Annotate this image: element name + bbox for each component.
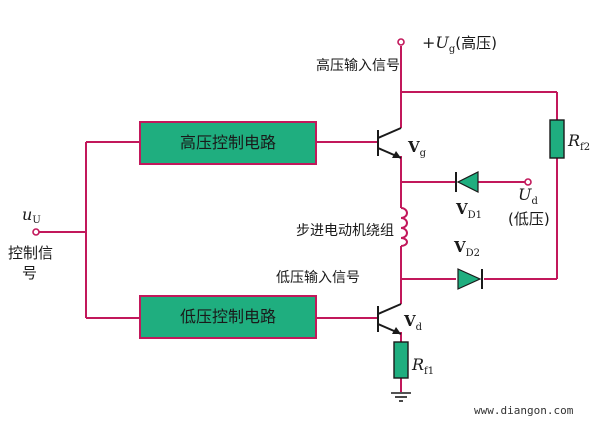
low-voltage-control-block: 低压控制电路	[139, 295, 317, 339]
high-voltage-control-block: 高压控制电路	[139, 121, 317, 165]
transistor-vd-symbol	[377, 303, 402, 335]
ug-terminal	[397, 38, 405, 46]
input-symbol-label: uU	[22, 205, 41, 226]
rf2-label: Rf2	[567, 131, 590, 153]
vd2-label: VD2	[453, 238, 480, 259]
low-ctrl-box	[139, 295, 317, 339]
diode-vd2-symbol	[457, 268, 483, 290]
control-signal-label-line1: 控制信	[8, 244, 53, 262]
resistor-rf1-symbol	[393, 341, 409, 379]
control-signal-label-line2: 号	[22, 264, 37, 282]
stepper-winding-coil	[400, 207, 408, 247]
watermark-text: www.diangon.com	[474, 404, 574, 417]
wires	[36, 46, 558, 392]
ud-low-voltage-label: (低压)	[508, 210, 550, 228]
rf1-label: Rf1	[411, 355, 434, 377]
ud-terminal	[524, 178, 532, 186]
ground-icon	[391, 392, 411, 402]
high-ctrl-label: 高压控制电路	[180, 133, 276, 152]
input-terminal	[32, 228, 40, 236]
low-ctrl-label: 低压控制电路	[180, 307, 276, 326]
high-input-signal-label: 高压输入信号	[316, 57, 400, 74]
ug-supply-label: +Ug(高压)	[422, 33, 497, 55]
resistor-rf2-symbol	[549, 119, 565, 159]
vd1-label: VD1	[455, 200, 482, 221]
high-ctrl-box	[139, 121, 317, 165]
transistor-vg-symbol	[377, 127, 402, 159]
vg-label: Vg	[407, 138, 427, 159]
diode-vd1-symbol	[455, 171, 479, 193]
stepper-winding-label: 步进电动机绕组	[296, 223, 394, 239]
ud-symbol-label: Ud	[518, 185, 538, 207]
vd-label: Vd	[403, 312, 423, 333]
low-input-signal-label: 低压输入信号	[276, 270, 360, 286]
